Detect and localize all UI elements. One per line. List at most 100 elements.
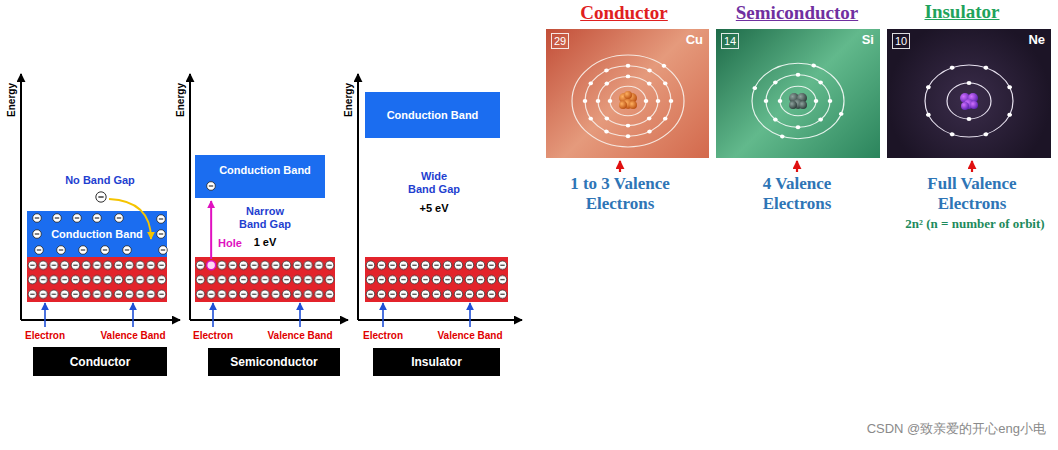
copper-atom: [656, 99, 661, 103]
neon-atom: [1007, 112, 1013, 117]
copper-atom: [626, 75, 631, 79]
excited-electron: [195, 155, 325, 198]
copper-atom: [596, 99, 601, 103]
material-box: Semiconductor: [208, 348, 340, 376]
neon-atom: [925, 65, 1013, 137]
conduction-electrons: [35, 246, 44, 255]
copper-atom: [626, 134, 631, 138]
copper-atom: [588, 116, 594, 121]
band-gap-label: No Band Gap: [65, 174, 135, 187]
copper-atom: [661, 63, 667, 68]
material-name: Conductor: [70, 355, 131, 369]
conduction-electrons: [33, 214, 42, 223]
valence-caption: 4 Valence Electrons: [727, 174, 867, 214]
conduction-electrons: [157, 215, 166, 224]
atomic-number: 14: [721, 33, 739, 49]
leader-arrows: [132, 303, 134, 327]
copper-atom: [646, 68, 652, 73]
valence-bands: [365, 257, 508, 302]
leader-label: Electron: [25, 330, 65, 342]
element-symbol: Cu: [686, 32, 703, 47]
element-tile: 14 Si: [716, 29, 880, 158]
silicon-atom: [817, 80, 824, 85]
valence-caption: Full Valence Electrons: [902, 174, 1042, 214]
neon-atom: [949, 132, 955, 137]
excited-electron: [207, 182, 216, 191]
copper-atom: [646, 81, 653, 86]
element-symbol: Si: [862, 32, 874, 47]
neon-atom: [967, 81, 972, 85]
tile-arrows: [619, 161, 621, 172]
silicon-atom: [766, 75, 830, 127]
valence-bands: [27, 257, 167, 302]
element-symbol: Ne: [1028, 32, 1045, 47]
copper-atom: [629, 101, 637, 109]
energy-axes: [21, 74, 522, 320]
atomic-number: 10: [892, 33, 910, 49]
material-box: Insulator: [373, 348, 500, 376]
copper-atom: [585, 66, 671, 137]
conduction-electrons: [79, 246, 88, 255]
conduction-electrons: [115, 214, 124, 223]
copper-atom: [603, 68, 609, 73]
neon-atom: [970, 101, 978, 109]
copper-atom: [546, 29, 709, 158]
leader-arrows: [299, 303, 301, 327]
band-gap-label: Wide Band Gap: [407, 170, 461, 196]
leader-arrows: [382, 303, 384, 327]
tile-arrows: [796, 161, 798, 172]
silicon-atom: [796, 125, 801, 129]
neon-atom: [967, 117, 972, 121]
neon-atom: [961, 102, 969, 110]
material-name: Semiconductor: [230, 355, 317, 369]
watermark: CSDN @致亲爱的开心eng小电: [867, 421, 1046, 437]
copper-atom: [588, 81, 594, 86]
energy-axes: [20, 74, 22, 320]
copper-atom: [662, 116, 668, 121]
copper-atom: [646, 129, 652, 134]
leader-label: Electron: [363, 330, 403, 342]
copper-atom: [598, 76, 658, 125]
band-gap-label: Narrow Band Gap: [238, 205, 292, 231]
hole-transition: [207, 201, 216, 270]
copper-atom: [603, 129, 609, 134]
copper-atom: [572, 55, 684, 147]
valence-bands: [195, 257, 335, 302]
column-title: Insulator: [925, 1, 1000, 24]
leader-arrows: [45, 303, 470, 327]
leader-label: Electron: [193, 330, 233, 342]
band-label: Conduction Band: [219, 164, 311, 176]
silicon-atom: [811, 63, 817, 68]
conduction-band: Conduction Band: [27, 211, 167, 257]
valence-bands: [27, 257, 508, 302]
tile-arrows: [620, 161, 972, 172]
atomic-number: 29: [551, 33, 569, 49]
conduction-band: Conduction Band: [195, 155, 325, 198]
silicon-atom: [828, 99, 833, 103]
copper-atom: [626, 64, 631, 68]
axis-label: Energy: [6, 83, 18, 117]
column-title: Semiconductor: [736, 2, 858, 25]
conduction-electrons: [123, 246, 132, 255]
leader-label: Valence Band: [437, 330, 502, 342]
copper-atom: [644, 99, 649, 103]
copper-atom: [646, 116, 653, 121]
silicon-atom: [789, 101, 797, 109]
silicon-atom: [780, 86, 816, 116]
copper-atom: [604, 81, 611, 86]
silicon-atom: [814, 99, 819, 103]
silicon-atom: [796, 73, 801, 77]
silicon-atom: [779, 134, 785, 139]
neon-atom: [925, 85, 931, 90]
neon-atom: [960, 93, 978, 110]
material-name: Insulator: [411, 355, 462, 369]
material-box: Conductor: [33, 347, 167, 376]
silicon-atom: [772, 80, 779, 85]
leader-arrows: [44, 303, 46, 327]
silicon-atom: [772, 117, 779, 122]
tile-arrows: [971, 161, 973, 172]
leader-label: Valence Band: [100, 330, 165, 342]
copper-atom: [619, 91, 637, 109]
free-electron: [96, 192, 106, 202]
hole-label: Hole: [218, 237, 242, 250]
